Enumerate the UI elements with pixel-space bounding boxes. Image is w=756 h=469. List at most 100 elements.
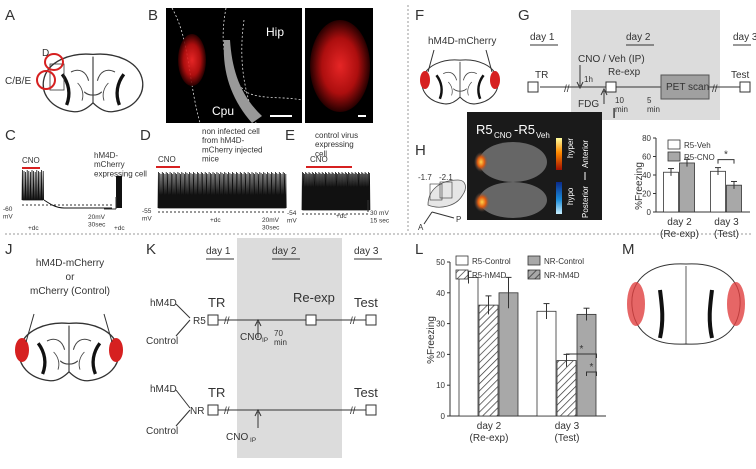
panel-label-g: G (518, 7, 530, 24)
pet-title-main: R5 (476, 122, 493, 137)
virus-title-j3: mCherry (Control) (30, 286, 110, 297)
bar (478, 304, 499, 417)
bar (679, 162, 695, 213)
day2-shade (237, 238, 342, 458)
sig-star: * (724, 150, 728, 161)
hyperpolarized-trace (43, 199, 112, 209)
panel-h: H R5 CNO -R5 Veh hyper hypo Anterior Pos… (415, 112, 602, 232)
pet-title-sub1: CNO (494, 131, 512, 140)
ylabel-i: %Freezing (634, 162, 645, 210)
y-tick-label: 10 (436, 381, 445, 390)
hippocampus-left (658, 289, 665, 339)
y-tick-label: 80 (642, 134, 651, 143)
day2-shade (571, 10, 720, 120)
cno-label-k1: CNO (240, 332, 262, 343)
cannula-right (485, 49, 493, 73)
day1-label-k: day 1 (206, 246, 231, 257)
spike-trace (157, 171, 287, 209)
fdg-label: FDG (578, 99, 599, 110)
nr-label: NR (190, 406, 204, 417)
hypo-colorbar (556, 182, 562, 214)
reexp-label-k: Re-exp (293, 290, 335, 305)
axis-p-label: P (456, 215, 461, 224)
y-tick-label: 0 (441, 412, 446, 421)
panel-a: A D C/B/E (5, 7, 145, 114)
coord-label-1: -1.7 (418, 173, 432, 182)
marker-label-d: D (42, 48, 49, 59)
hyper-label: hyper (566, 138, 575, 158)
bar (556, 360, 577, 417)
panel-b: B Hip Cpu (148, 7, 373, 124)
session-box (605, 81, 617, 93)
test-label-k1: Test (354, 295, 378, 310)
cno-label-k2: CNO (226, 432, 248, 443)
injection-site-right (109, 338, 123, 362)
marker-label-cbe: C/B/E (5, 76, 31, 87)
timeline-break: // (224, 406, 230, 417)
injection-site-left (15, 338, 29, 362)
panel-label-m: M (622, 241, 635, 258)
hyper-colorbar (556, 138, 562, 170)
anterior-label: Anterior (581, 140, 590, 168)
bar (710, 170, 726, 213)
bar (498, 292, 519, 417)
arrow-head (600, 87, 608, 96)
tr-label-k2: TR (208, 385, 225, 400)
timeline-break: // (350, 316, 356, 327)
pet-scan-box (660, 74, 710, 100)
injection-area-left (627, 282, 645, 326)
reexp-label-g: Re-exp (608, 67, 641, 78)
day2-label-k: day 2 (272, 246, 297, 257)
ventricle-shape (223, 40, 262, 123)
panel-k: K day 1 day 2 day 3 hM4D Control R5 // /… (146, 238, 382, 458)
hypo-label: hypo (566, 187, 575, 205)
arrow-head (254, 408, 262, 417)
session-box (365, 404, 377, 416)
control-label-1: Control (146, 336, 178, 347)
spike-trace (21, 169, 44, 201)
branch-line (175, 303, 191, 319)
arrow-head (576, 81, 584, 90)
hyper-signal (474, 152, 488, 172)
branch-line (175, 389, 191, 409)
region-box (49, 63, 65, 91)
axis-arrow (431, 211, 455, 219)
session-box (527, 81, 539, 93)
panel-m: M (622, 241, 745, 345)
session-box (365, 314, 377, 326)
y-tick-label: 50 (436, 258, 445, 267)
branch-line (175, 319, 191, 337)
panel-label-k: K (146, 241, 156, 258)
timeline-break: // (224, 316, 230, 327)
test-label-g: Test (731, 70, 750, 81)
recovery-trace (116, 176, 122, 208)
y-tick-label: 20 (436, 350, 445, 359)
bar (663, 171, 679, 213)
pet-title-sub2: Veh (536, 131, 550, 140)
hm4d-label-1: hM4D (150, 298, 177, 309)
axis-a-label: A (418, 223, 424, 232)
injection-site-right (490, 71, 500, 89)
cno-veh-label: CNO / Veh (IP) (578, 54, 645, 65)
brain-section-icon (41, 52, 145, 114)
panel-label-l: L (415, 241, 423, 258)
hyper-signal (474, 192, 490, 212)
session-box (305, 314, 317, 326)
label-hip: Hip (266, 25, 284, 39)
legend-label: R5-hM4D (472, 271, 506, 280)
hippocampus-right (707, 289, 714, 339)
label-cpu: Cpu (212, 104, 234, 118)
legend-swatch (667, 151, 681, 162)
injection-area-right (727, 282, 745, 326)
x-category-label: day 3 (714, 217, 739, 228)
cno-label-e: CNO (310, 155, 328, 164)
